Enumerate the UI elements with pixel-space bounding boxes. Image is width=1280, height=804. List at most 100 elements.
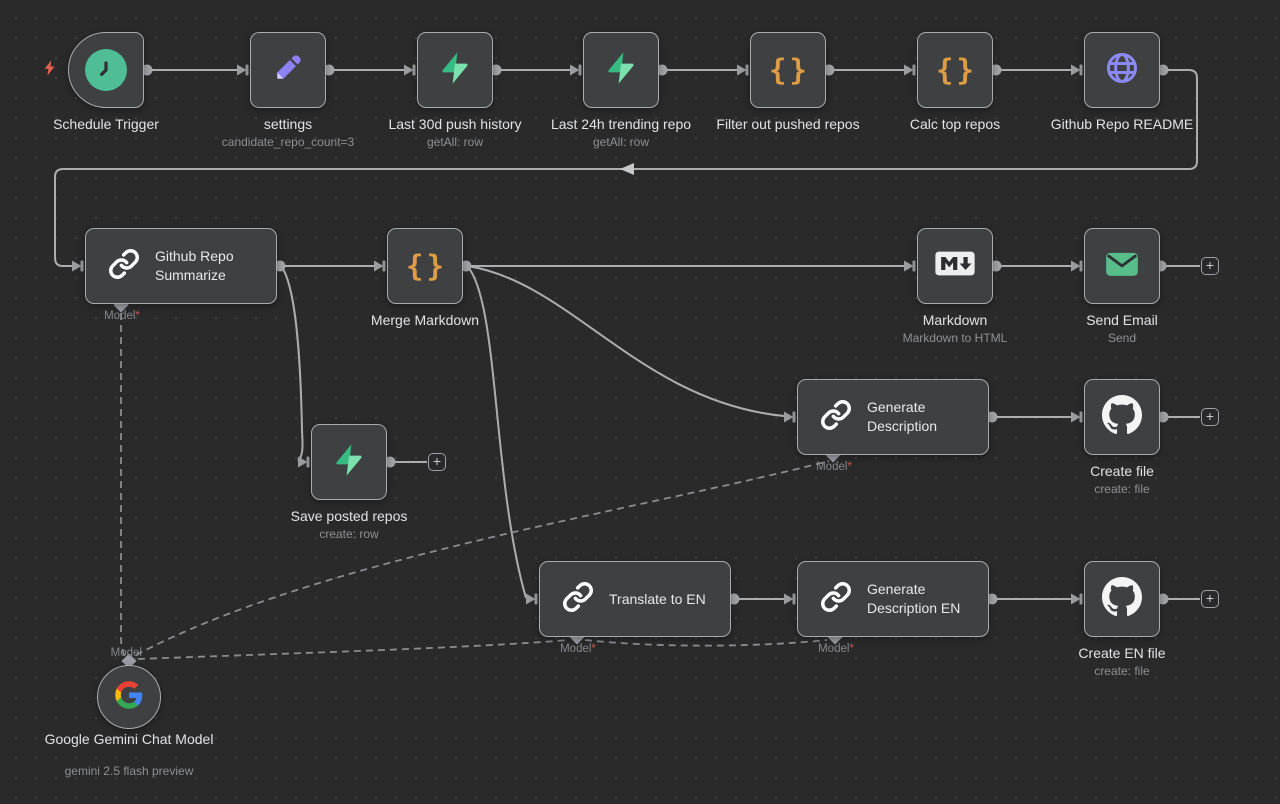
input-connector — [1071, 411, 1081, 423]
input-connector — [1071, 260, 1081, 272]
supabase-bolt-icon — [331, 442, 367, 483]
output-connector[interactable] — [1157, 64, 1169, 76]
globe-icon — [1104, 50, 1140, 91]
connection-line — [466, 265, 527, 599]
node-merge-markdown[interactable]: {} — [387, 228, 463, 304]
node-subtitle: create: row — [319, 527, 379, 541]
node-subtitle: create: file — [1094, 664, 1150, 678]
add-node-button[interactable]: + — [428, 453, 446, 471]
supabase-bolt-icon — [603, 50, 639, 91]
input-connector-bar — [382, 260, 386, 272]
model-connection-line — [584, 639, 828, 647]
model-connector-label: Model* — [560, 643, 596, 655]
google-logo-icon — [114, 680, 144, 715]
input-connector-bar — [745, 64, 749, 76]
node-create-en-file[interactable] — [1084, 561, 1160, 637]
output-connector[interactable] — [823, 64, 835, 76]
model-connector-label: Model* — [818, 643, 854, 655]
output-connector[interactable] — [460, 260, 472, 272]
code-braces-icon: {} — [769, 53, 810, 87]
node-calc-top-repos[interactable]: {} — [917, 32, 993, 108]
input-connector — [237, 64, 247, 76]
input-connector-bar — [1079, 411, 1083, 423]
model-connection-line — [137, 639, 570, 660]
input-connector-bar — [792, 593, 796, 605]
output-connector[interactable] — [141, 64, 153, 76]
node-label: Create EN file — [1078, 645, 1166, 661]
node-label: Markdown — [922, 312, 988, 328]
node-subtitle: getAll: row — [426, 135, 484, 149]
node-subtitle: Send — [1107, 331, 1137, 345]
output-connector[interactable] — [384, 456, 396, 468]
input-connector — [904, 64, 914, 76]
code-braces-icon: {} — [936, 53, 977, 87]
add-node-button[interactable]: + — [1201, 590, 1219, 608]
input-connector — [526, 593, 536, 605]
input-connector — [737, 64, 747, 76]
input-connector-bar — [412, 64, 416, 76]
connection-arrow — [620, 163, 634, 175]
node-label: Create file — [1090, 463, 1154, 479]
node-github-repo-readme[interactable] — [1084, 32, 1160, 108]
pencil-icon — [272, 52, 304, 89]
input-connector-bar — [792, 411, 796, 423]
output-connector[interactable] — [986, 593, 998, 605]
chain-link-icon — [820, 581, 852, 618]
code-braces-icon: {} — [406, 249, 447, 283]
input-connector-bar — [245, 64, 249, 76]
node-label: Generate Description — [867, 399, 938, 434]
model-connection-line — [135, 460, 830, 656]
output-connector[interactable] — [490, 64, 502, 76]
output-connector[interactable] — [1157, 593, 1169, 605]
add-node-button[interactable]: + — [1201, 257, 1219, 275]
input-connector-bar — [80, 260, 84, 272]
node-save-posted-repos[interactable] — [311, 424, 387, 500]
input-connector — [1071, 64, 1081, 76]
node-create-file[interactable] — [1084, 379, 1160, 455]
node-github-repo-summarize[interactable]: Github Repo Summarize — [85, 228, 277, 304]
node-label: Translate to EN — [609, 590, 706, 607]
node-label: Schedule Trigger — [53, 116, 159, 132]
output-connector[interactable] — [1157, 411, 1169, 423]
node-translate-to-en[interactable]: Translate to EN — [539, 561, 731, 637]
node-label: Generate Description EN — [867, 581, 961, 616]
output-connector[interactable] — [656, 64, 668, 76]
node-subtitle: gemini 2.5 flash preview — [64, 764, 194, 778]
node-google-gemini-chat-model[interactable] — [97, 665, 161, 729]
node-label: Last 24h trending repo — [550, 116, 692, 132]
chain-link-icon — [820, 399, 852, 436]
node-settings[interactable] — [250, 32, 326, 108]
node-generate-description[interactable]: Generate Description — [797, 379, 989, 455]
node-generate-description-en[interactable]: Generate Description EN — [797, 561, 989, 637]
node-schedule-trigger[interactable] — [68, 32, 144, 108]
model-connector-diamond[interactable] — [121, 653, 137, 669]
node-last-24h-trending-repo[interactable] — [583, 32, 659, 108]
output-connector[interactable] — [728, 593, 740, 605]
output-connector[interactable] — [323, 64, 335, 76]
input-connector-bar — [1079, 64, 1083, 76]
node-label: Filter out pushed repos — [716, 116, 860, 132]
input-connector-bar — [578, 64, 582, 76]
node-markdown[interactable] — [917, 228, 993, 304]
chain-link-icon — [108, 248, 140, 285]
node-send-email[interactable] — [1084, 228, 1160, 304]
input-connector — [904, 260, 914, 272]
input-connector — [784, 593, 794, 605]
input-connector-bar — [912, 64, 916, 76]
input-connector-bar — [1079, 260, 1083, 272]
model-connector-label: Model — [110, 647, 142, 659]
node-label: Github Repo README — [1050, 116, 1194, 132]
output-connector[interactable] — [274, 260, 286, 272]
node-last-30d-push-history[interactable] — [417, 32, 493, 108]
output-connector[interactable] — [990, 64, 1002, 76]
output-connector[interactable] — [986, 411, 998, 423]
node-subtitle: Markdown to HTML — [902, 331, 1008, 345]
input-connector — [570, 64, 580, 76]
connection-line — [466, 265, 785, 417]
node-filter-out-pushed-repos[interactable]: {} — [750, 32, 826, 108]
output-connector[interactable] — [990, 260, 1002, 272]
add-node-button[interactable]: + — [1201, 408, 1219, 426]
trigger-bolt-icon — [42, 55, 59, 86]
